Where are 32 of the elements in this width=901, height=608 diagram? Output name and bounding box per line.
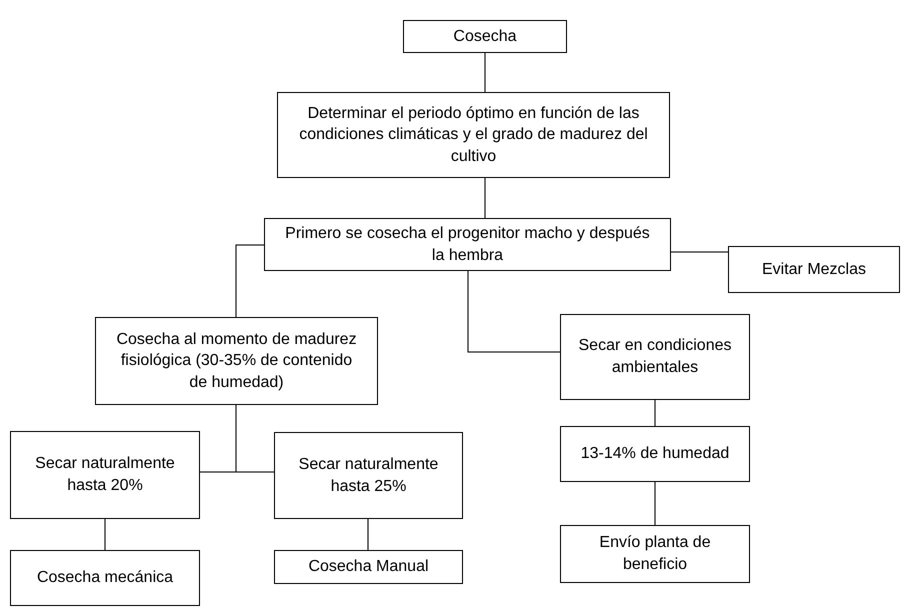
- connector-line: [104, 518, 106, 550]
- connector-line: [654, 482, 656, 526]
- box-text: Determinar el periodo óptimo en función de las condiciones climáticas y el grado de madurez del cultivo: [298, 104, 649, 167]
- connector-line: [654, 400, 656, 426]
- process-box: [403, 20, 567, 53]
- process-box: [274, 432, 463, 519]
- process-box: [560, 426, 750, 482]
- connector-line: [484, 178, 486, 218]
- box-text: Secar en condiciones ambientales: [578, 336, 732, 378]
- box-text: Envío planta de beneficio: [598, 533, 712, 575]
- box-text: Cosecha Manual: [308, 557, 429, 578]
- box-text: Evitar Mezclas: [762, 260, 866, 280]
- process-box: [277, 92, 670, 178]
- box-text: Secar naturalmente hasta 25%: [298, 454, 440, 496]
- box-text: Cosecha: [453, 26, 517, 47]
- process-box: [95, 317, 378, 405]
- box-text: Cosecha al momento de madurez fisiológica (30-35% de contenido de humedad): [115, 330, 358, 393]
- process-box: [560, 525, 750, 583]
- connector-line: [236, 244, 264, 318]
- process-box: [264, 218, 671, 271]
- box-text: Cosecha mecánica: [36, 568, 174, 588]
- box-text: 13-14% de humedad: [580, 444, 730, 464]
- connector-line: [468, 270, 560, 352]
- process-box: [728, 246, 900, 293]
- box-text: Secar naturalmente hasta 20%: [34, 454, 176, 496]
- connector-line: [484, 52, 486, 92]
- process-box: [10, 431, 200, 519]
- process-box: [10, 550, 200, 606]
- box-text: Primero se cosecha el progenitor macho y después la hembra: [284, 224, 651, 266]
- process-box: [274, 550, 463, 584]
- connector-line: [236, 404, 274, 472]
- process-box: [560, 314, 750, 400]
